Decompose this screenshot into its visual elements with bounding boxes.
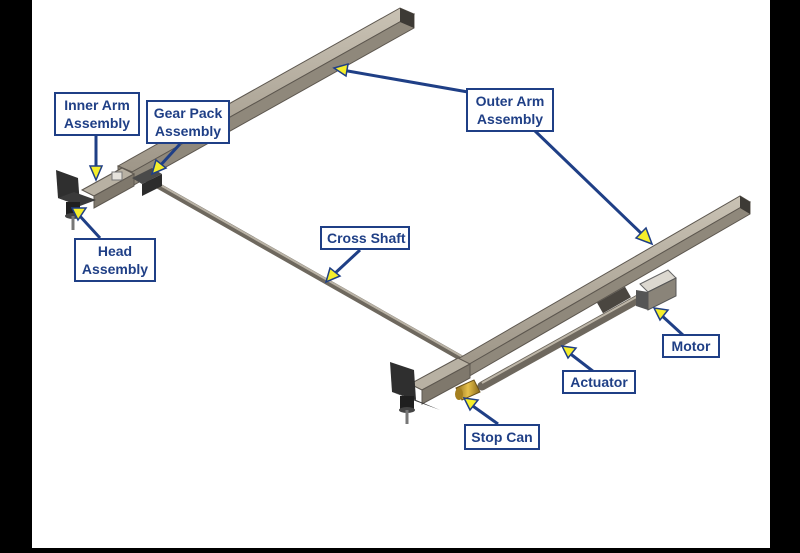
motor [636,269,677,311]
gear-pack-assembly-label: Gear Pack Assembly [146,100,230,144]
inner-arm-assembly [80,167,136,209]
leader-lines [76,68,686,426]
inner-arm-label-line2: Assembly [63,115,131,131]
head-label-line2: Assembly [81,261,149,277]
motor-label-text: Motor [671,338,711,354]
stop-can [455,379,481,401]
motor-label: Motor [662,334,720,358]
head-assembly-right [390,362,440,424]
actuator-label-text: Actuator [570,374,628,390]
inner-arm-label-line1: Inner Arm [64,97,130,113]
inner-arm-right [408,357,472,405]
outer-arm-label-line1: Outer Arm [475,93,545,109]
gear-pack-label-line1: Gear Pack [153,105,223,121]
stop-can-label: Stop Can [464,424,540,450]
gear-pack-label-line2: Assembly [154,123,222,139]
cross-shaft-label-text: Cross Shaft [327,230,406,246]
cross-shaft [145,177,471,365]
stop-can-label-text: Stop Can [471,429,533,445]
head-label-line1: Head [97,243,133,259]
outer-arm-assembly-label: Outer Arm Assembly [466,88,554,132]
inner-arm-assembly-label: Inner Arm Assembly [54,92,140,136]
actuator [477,286,645,391]
actuator-label: Actuator [562,370,636,394]
arrowheads [70,62,670,412]
outer-arm-label-line2: Assembly [476,111,544,127]
cross-shaft-label: Cross Shaft [320,226,410,250]
head-assembly-label: Head Assembly [74,238,156,282]
